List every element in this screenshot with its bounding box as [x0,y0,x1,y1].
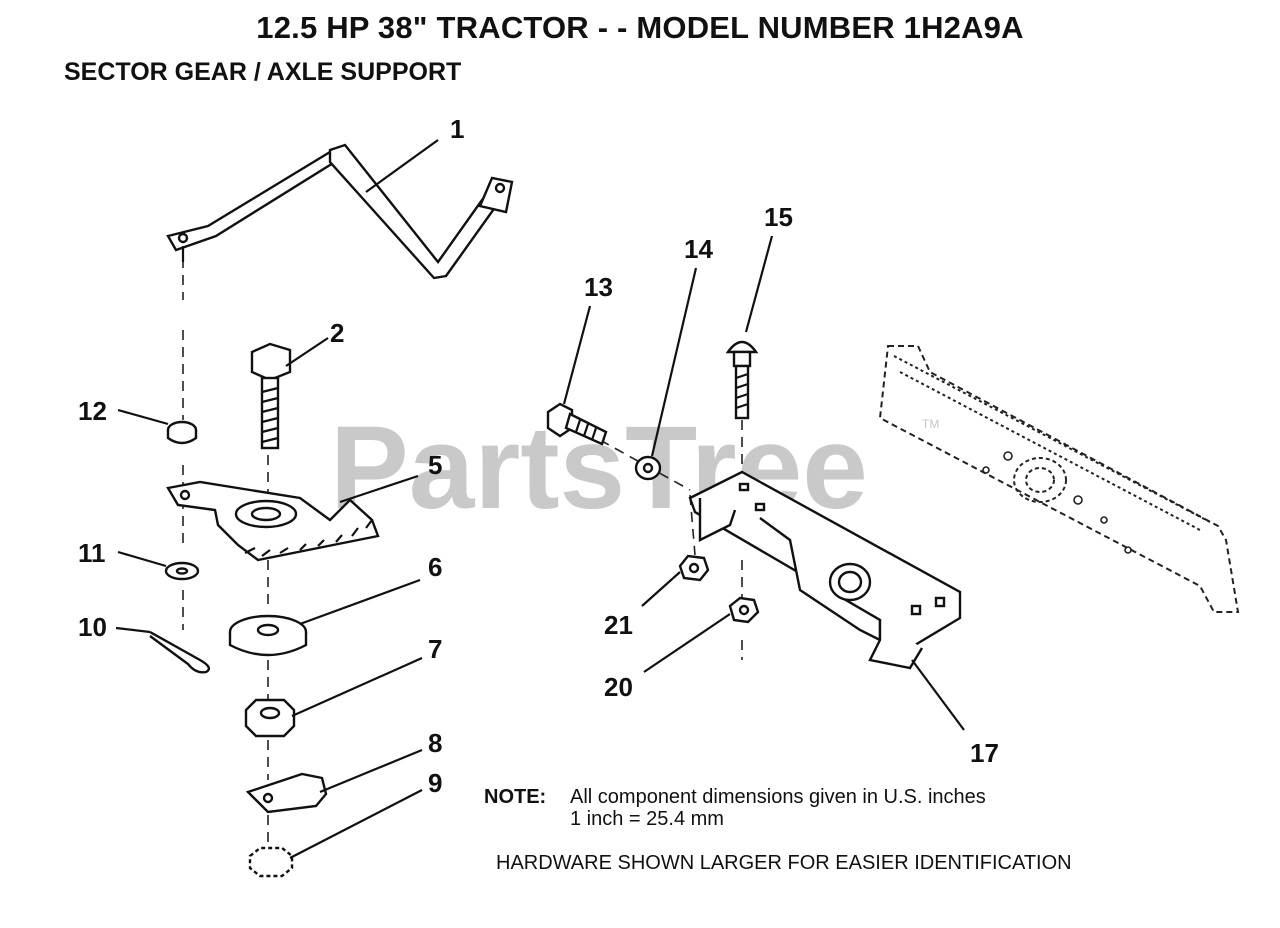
note-label: NOTE: [484,786,547,808]
callout-9: 9 [428,768,442,798]
callout-6: 6 [428,552,442,582]
nut-part-21 [678,554,710,582]
carriage-bolt-part-15 [725,340,759,420]
cap-part-12 [166,420,198,445]
callout-1: 1 [450,114,464,144]
cotter-pin-part-10 [149,630,211,674]
nut-part-9 [248,846,294,878]
callout-12: 12 [78,396,107,426]
axle-support-part-17 [688,470,962,670]
nut-part-20 [728,596,760,624]
bolt-part-13 [546,402,608,446]
watermark-trademark: TM [922,417,939,431]
callout-13: 13 [584,272,613,302]
axle-background [878,345,1240,613]
hardware-note: HARDWARE SHOWN LARGER FOR EASIER IDENTIF… [496,852,1072,874]
note-line-2: 1 inch = 25.4 mm [570,808,724,830]
spacer-part-6 [228,614,308,657]
dimension-note: NOTE: All component dimensions given in U… [484,786,986,830]
callout-14: 14 [684,234,713,264]
washer-part-14 [634,455,662,481]
callout-5: 5 [428,450,442,480]
callout-21: 21 [604,610,633,640]
callout-10: 10 [78,612,107,642]
section-title: SECTOR GEAR / AXLE SUPPORT [64,58,462,86]
washer-part-11 [164,561,200,581]
callout-15: 15 [764,202,793,232]
callout-17: 17 [970,738,999,768]
callout-8: 8 [428,728,442,758]
sector-gear-part-5 [166,480,380,562]
callout-7: 7 [428,634,442,664]
leader-lines [115,139,965,859]
callout-11: 11 [78,538,106,568]
callout-20: 20 [604,672,633,702]
nut-part-7 [244,698,296,738]
clip-part-8 [245,772,328,814]
bolt-part-2 [250,342,292,450]
page-title: 12.5 HP 38" TRACTOR - - MODEL NUMBER 1H2… [256,10,1024,45]
note-line-1: All component dimensions given in U.S. i… [570,786,986,808]
callout-2: 2 [330,318,344,348]
drag-link-part-1 [166,143,514,280]
